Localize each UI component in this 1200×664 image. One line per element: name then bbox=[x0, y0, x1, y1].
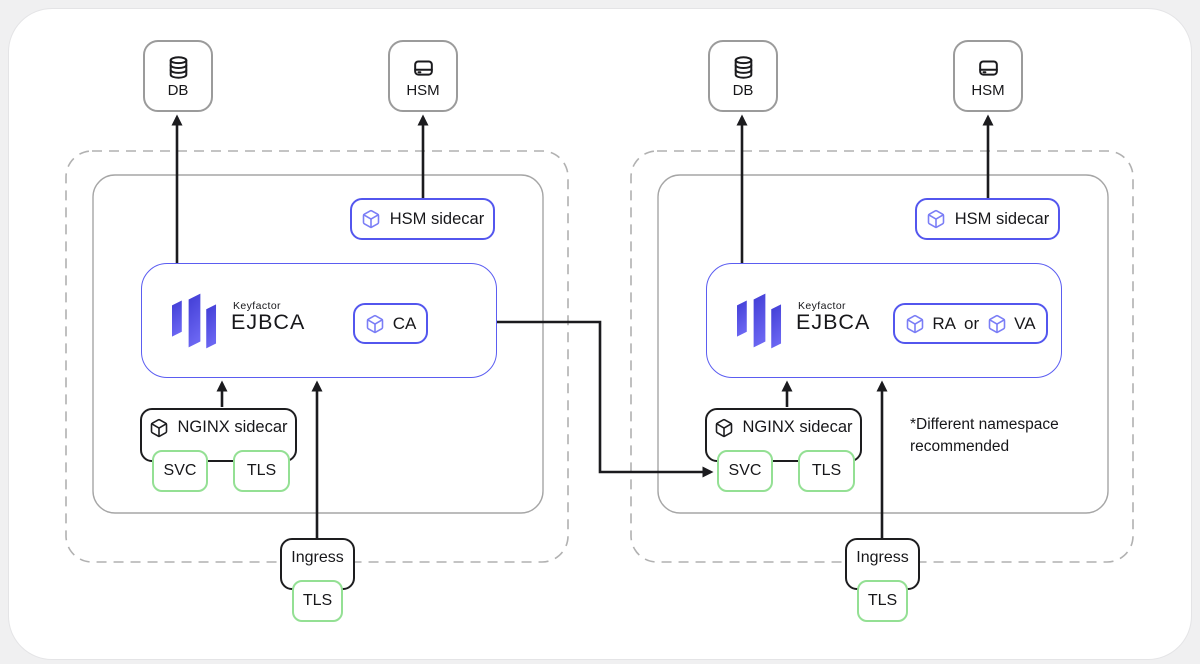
hsm-sidecar-badge: HSM sidecar bbox=[350, 198, 495, 240]
ejbca-wordmark: EJBCA bbox=[231, 310, 306, 334]
va-label: VA bbox=[1014, 313, 1036, 333]
ingress-tls-label: TLS bbox=[302, 592, 333, 609]
keyfactor-logo bbox=[172, 293, 217, 349]
ca-label: CA bbox=[392, 313, 417, 333]
tls-label: TLS bbox=[246, 462, 277, 479]
ingress-label: Ingress bbox=[856, 549, 909, 566]
namespace-note-line2: recommended bbox=[910, 438, 1010, 455]
cube-icon bbox=[362, 209, 380, 229]
hsm-label: HSM bbox=[406, 81, 440, 99]
hsm-sidecar-label: HSM sidecar bbox=[389, 209, 485, 228]
db-label: DB bbox=[167, 81, 189, 99]
tls-label: TLS bbox=[811, 462, 842, 479]
ca-role-badge: CA bbox=[353, 303, 428, 344]
ingress-tls-label: TLS bbox=[867, 592, 898, 609]
svc-box: SVC bbox=[717, 450, 773, 492]
ingress-label: Ingress bbox=[291, 549, 344, 566]
cube-icon bbox=[988, 314, 1006, 333]
cube-icon bbox=[907, 314, 924, 333]
hsm-label: HSM bbox=[971, 81, 1005, 99]
cluster-ra-va: DB HSM HSM sidecar Keyfactor EJBCA bbox=[631, 40, 1133, 640]
keyfactor-wordmark: Keyfactor bbox=[233, 300, 281, 312]
cube-icon bbox=[151, 418, 168, 438]
svc-label: SVC bbox=[163, 462, 197, 479]
hsm-sidecar-label: HSM sidecar bbox=[954, 209, 1050, 228]
nginx-sidecar-label: NGINX sidecar bbox=[742, 418, 853, 436]
hsm-sidecar-badge: HSM sidecar bbox=[915, 198, 1060, 240]
ingress-box: Ingress bbox=[280, 538, 355, 590]
cube-icon bbox=[366, 314, 383, 333]
tls-box: TLS bbox=[233, 450, 290, 492]
cluster-boundary-dashed-left bbox=[65, 150, 569, 563]
db-label: DB bbox=[732, 81, 754, 99]
nginx-sidecar-label: NGINX sidecar bbox=[177, 418, 288, 436]
ra-label: RA bbox=[932, 313, 957, 333]
cube-icon bbox=[716, 418, 733, 438]
namespace-note-line1: *Different namespace bbox=[910, 416, 1059, 433]
db-box: DB bbox=[708, 40, 778, 112]
cluster-boundary-dashed-right bbox=[630, 150, 1134, 563]
svc-label: SVC bbox=[728, 462, 762, 479]
keyfactor-logo bbox=[737, 293, 782, 349]
ingress-tls-box: TLS bbox=[292, 580, 343, 622]
ejbca-wordmark: EJBCA bbox=[796, 310, 871, 334]
arrow-ca-to-svc bbox=[497, 320, 714, 478]
database-icon bbox=[734, 55, 752, 79]
hard-drive-icon bbox=[978, 59, 998, 76]
db-box: DB bbox=[143, 40, 213, 112]
namespace-note: *Different namespace recommended bbox=[910, 414, 1059, 458]
ingress-tls-box: TLS bbox=[857, 580, 908, 622]
hsm-box: HSM bbox=[953, 40, 1023, 112]
keyfactor-wordmark: Keyfactor bbox=[798, 300, 846, 312]
ejbca-pod: Keyfactor EJBCA RA or VA bbox=[706, 263, 1062, 378]
or-label: or bbox=[964, 313, 980, 333]
hard-drive-icon bbox=[413, 59, 433, 76]
svc-box: SVC bbox=[152, 450, 208, 492]
cube-icon bbox=[927, 209, 945, 229]
ra-va-role-badge: RA or VA bbox=[893, 303, 1048, 344]
ejbca-pod: Keyfactor EJBCA CA bbox=[141, 263, 497, 378]
hsm-box: HSM bbox=[388, 40, 458, 112]
tls-box: TLS bbox=[798, 450, 855, 492]
cluster-ca: DB HSM HSM sidecar Keyfactor EJBCA bbox=[66, 40, 568, 640]
database-icon bbox=[169, 55, 187, 79]
